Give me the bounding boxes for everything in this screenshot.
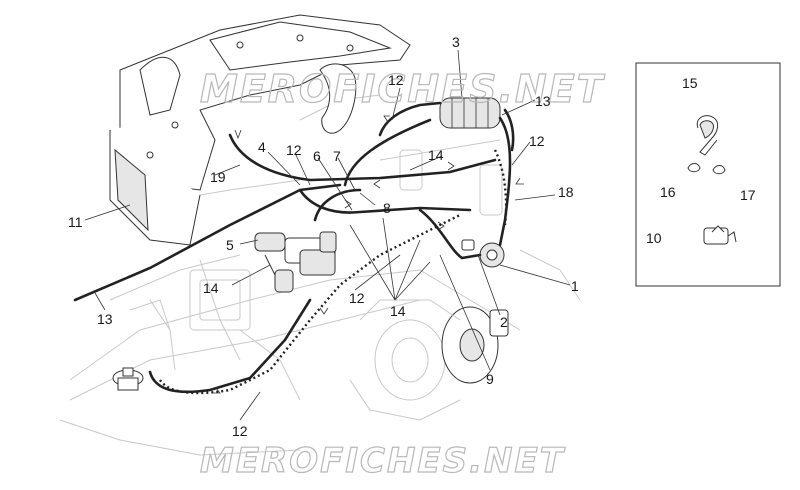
callout-5: 5 — [226, 237, 234, 253]
engine-block — [349, 299, 509, 421]
seat-frame — [129, 269, 251, 331]
callout-19: 19 — [210, 169, 226, 185]
callout-7: 7 — [333, 148, 341, 164]
watermark-bottom: MEROFICHES.NET — [200, 441, 566, 481]
callout-13-a: 13 — [535, 93, 551, 109]
canister — [439, 97, 501, 129]
air-box — [109, 14, 411, 246]
callout-labels: 1 2 3 4 5 6 7 8 9 10 11 12 12 12 12 12 1… — [68, 34, 756, 439]
rear-suspension — [399, 149, 503, 216]
callout-16: 16 — [660, 184, 676, 200]
detail-inset — [635, 62, 781, 287]
callout-14-c: 14 — [390, 303, 406, 319]
solenoid-assembly — [254, 231, 337, 293]
hoses — [73, 101, 515, 395]
callout-14-b: 14 — [203, 280, 219, 296]
callout-12-e: 12 — [232, 423, 248, 439]
callout-10: 10 — [646, 230, 662, 246]
callout-17: 17 — [740, 187, 756, 203]
callout-14-a: 14 — [428, 147, 444, 163]
callout-12-c: 12 — [529, 133, 545, 149]
tank-cap — [112, 367, 144, 391]
callout-12-b: 12 — [286, 142, 302, 158]
callout-18: 18 — [558, 184, 574, 200]
callout-13-b: 13 — [97, 311, 113, 327]
callout-4: 4 — [258, 139, 266, 155]
callout-12-d: 12 — [349, 290, 365, 306]
callout-2: 2 — [500, 314, 508, 330]
callout-11: 11 — [68, 214, 83, 230]
callout-8: 8 — [383, 200, 391, 216]
callout-1: 1 — [571, 278, 579, 294]
callout-6: 6 — [313, 148, 321, 164]
flow-arrows — [212, 115, 524, 394]
leader-lines — [84, 49, 739, 421]
callout-3: 3 — [452, 34, 460, 50]
callout-9: 9 — [486, 371, 494, 387]
watermark-top: MEROFICHES.NET — [200, 67, 606, 111]
callout-15: 15 — [682, 75, 698, 91]
valve — [461, 239, 505, 268]
callout-12-a: 12 — [388, 72, 404, 88]
